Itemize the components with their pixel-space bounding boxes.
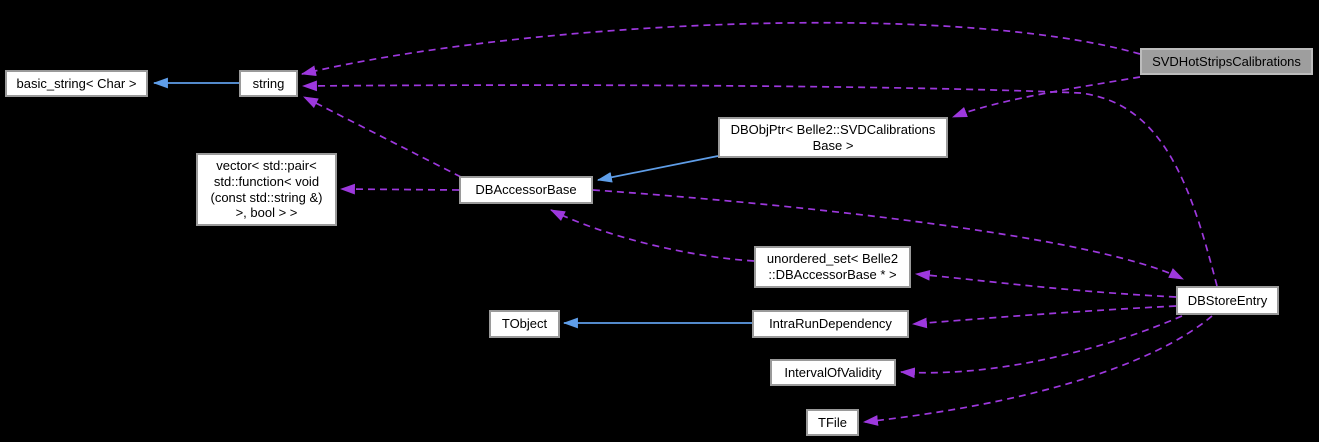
edge-svdhotstripscalibrations-to-dbobjptr [951, 76, 1141, 118]
node-vector-callbacks[interactable]: vector< std::pair< std::function< void (… [196, 153, 337, 226]
edge-dbaccessorbase-to-vector-callbacks [339, 183, 460, 195]
node-dbobjptr[interactable]: DBObjPtr< Belle2::SVDCalibrations Base > [718, 117, 948, 158]
edge-dbstoreentry-to-string [301, 80, 1218, 287]
edges-group [152, 21, 1218, 426]
edge-dbaccessorbase-to-dbstoreentry [592, 189, 1184, 280]
edge-dbobjptr-to-dbaccessorbase [596, 155, 719, 183]
edge-dbstoreentry-to-intervalofvalidity [899, 315, 1183, 379]
edge-unordered-set-to-dbaccessorbase [550, 209, 755, 262]
edge-dbstoreentry-to-tfile [862, 315, 1213, 426]
node-svdhotstripscalibrations: SVDHotStripsCalibrations [1140, 48, 1313, 75]
node-tfile[interactable]: TFile [806, 409, 859, 436]
node-unordered-set[interactable]: unordered_set< Belle2 ::DBAccessorBase *… [754, 246, 911, 288]
node-basic-string[interactable]: basic_string< Char > [5, 70, 148, 97]
node-dbstoreentry[interactable]: DBStoreEntry [1176, 286, 1279, 315]
node-string[interactable]: string [239, 70, 298, 97]
edge-dbaccessorbase-to-string [303, 96, 462, 178]
node-tobject[interactable]: TObject [489, 310, 560, 338]
edge-dbstoreentry-to-unordered-set [914, 269, 1177, 298]
node-dbaccessorbase[interactable]: DBAccessorBase [459, 176, 593, 204]
node-intrarundependency[interactable]: IntraRunDependency [752, 310, 909, 338]
edge-dbstoreentry-to-intrarundependency [911, 305, 1177, 329]
node-intervalofvalidity[interactable]: IntervalOfValidity [770, 359, 896, 386]
edge-svdhotstripscalibrations-to-string [300, 21, 1141, 76]
